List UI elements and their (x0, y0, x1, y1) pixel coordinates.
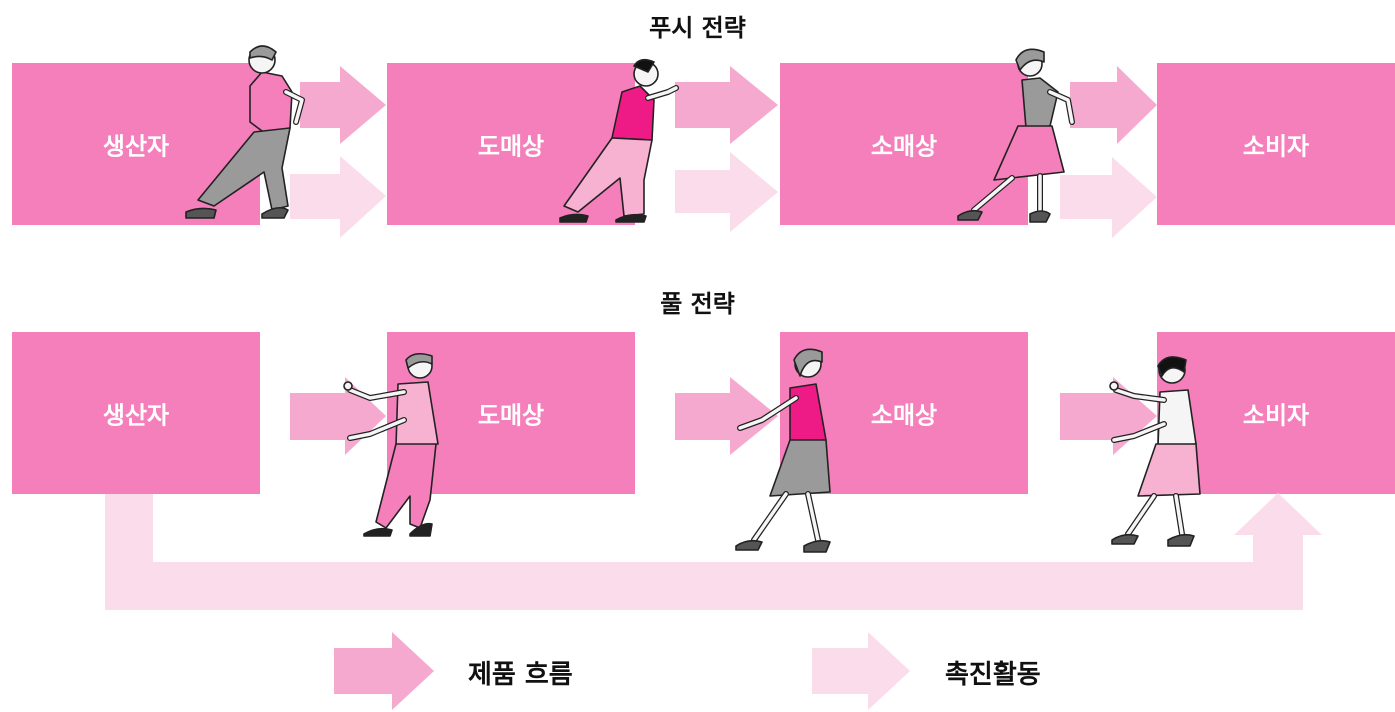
pull-product-arrow-icon (290, 377, 386, 455)
pull-product-arrow-icon (675, 377, 778, 455)
person-icon (735, 348, 831, 553)
push-box-retailer-label: 소매상 (870, 132, 938, 161)
push-strategy-title: 푸시 전략 (649, 14, 746, 42)
person-icon (559, 58, 679, 223)
push-product-arrow-icon (1070, 66, 1157, 144)
pull-box-retailer-label: 소매상 (870, 401, 938, 430)
push-box-consumer-label: 소비자 (1242, 132, 1310, 161)
push-box-producer-label: 생산자 (102, 132, 170, 161)
pull-box-consumer-label: 소비자 (1242, 401, 1310, 430)
push-product-arrow-icon (675, 66, 778, 144)
person-icon (1109, 356, 1201, 547)
push-box-consumer: 소비자 (1157, 63, 1395, 225)
pull-box-producer: 생산자 (12, 332, 260, 494)
push-product-arrow-icon (300, 66, 386, 144)
pull-box-producer-label: 생산자 (102, 401, 170, 430)
promotion-loop-arrow-icon (105, 493, 1322, 610)
legend-promotion-arrow-icon (812, 632, 910, 710)
legend-product-flow-label: 제품 흐름 (468, 660, 573, 690)
legend-promotion-label: 촉진활동 (945, 660, 1041, 690)
push-promotion-arrow-icon (675, 152, 778, 232)
push-promotion-arrow-icon (1060, 157, 1157, 238)
pull-strategy-title: 풀 전략 (660, 290, 735, 318)
pull-product-arrow-icon (1060, 377, 1157, 455)
pull-box-wholesaler-label: 도매상 (477, 401, 545, 430)
push-box-wholesaler-label: 도매상 (477, 132, 545, 161)
person-icon (185, 45, 305, 219)
person-icon (957, 48, 1075, 223)
legend-product-arrow-icon (334, 632, 434, 710)
push-promotion-arrow-icon (290, 156, 386, 238)
person-icon (343, 352, 439, 537)
